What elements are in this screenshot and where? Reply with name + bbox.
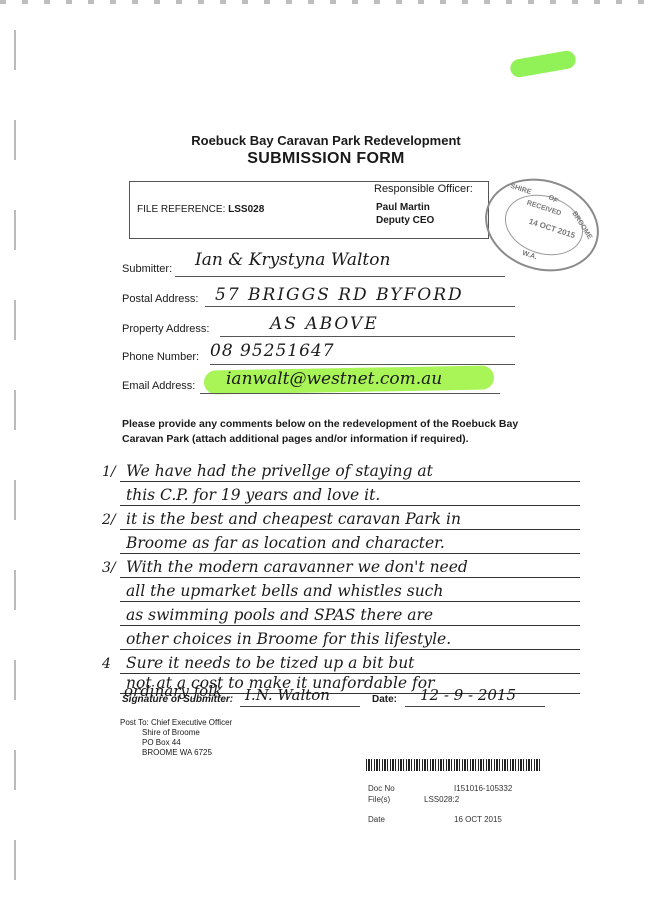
comment-line: Broome as far as location and character. (120, 532, 580, 554)
doc-no-value: I151016-105332 (454, 784, 513, 793)
submitter-line (175, 276, 505, 277)
records-date-value: 16 OCT 2015 (454, 815, 502, 824)
files-label: File(s) (368, 795, 391, 804)
officer-title: Deputy CEO (376, 215, 435, 226)
scan-edge-left (14, 30, 16, 910)
comment-line: not at a cost to make it unafordable for (120, 672, 580, 694)
submitter-value: Ian & Krystyna Walton (195, 250, 391, 270)
file-reference-label: FILE REFERENCE: (137, 204, 226, 215)
phone-number-label: Phone Number: (122, 351, 200, 363)
date-line (405, 706, 545, 707)
records-date-label: Date (368, 815, 385, 824)
comment-line: 1/ We have had the privellge of staying … (102, 460, 580, 482)
post-to-line: Shire of Broome (142, 728, 200, 737)
comment-number: 1/ (102, 464, 116, 480)
records-barcode (366, 759, 542, 771)
postal-address-label: Postal Address: (122, 293, 199, 305)
phone-number-value: 08 95251647 (210, 341, 335, 361)
comment-text: other choices in Broome for this lifesty… (126, 630, 452, 648)
officer-name: Paul Martin (376, 202, 430, 213)
phone-number-line (210, 364, 515, 365)
doc-no-label: Doc No (368, 784, 395, 793)
form-subtitle: SUBMISSION FORM (247, 150, 405, 167)
comment-text: not at a cost to make it unafordable for (126, 674, 435, 692)
signature-line (240, 706, 360, 707)
date-value: 12 - 9 - 2015 (420, 686, 517, 704)
comment-line: other choices in Broome for this lifesty… (120, 628, 580, 650)
comment-number: 3/ (102, 560, 116, 576)
postal-address-line (205, 306, 515, 307)
comment-line: 3/ With the modern caravanner we don't n… (102, 556, 580, 578)
responsible-officer-label: Responsible Officer: (374, 183, 473, 195)
highlighter-mark (508, 49, 578, 79)
email-address-value: ianwalt@westnet.com.au (226, 369, 443, 389)
email-address-label: Email Address: (122, 380, 196, 392)
comments-prompt: Please provide any comments below on the… (122, 418, 519, 445)
files-value: LSS028:2 (424, 795, 460, 804)
property-address-value: AS ABOVE (270, 314, 379, 334)
signature-value: I.N. Walton (245, 686, 330, 704)
signature-label: Signature of Submitter: (122, 694, 234, 705)
post-to-line: PO Box 44 (142, 738, 181, 747)
comment-text: Sure it needs to be tized up a bit but (126, 654, 415, 672)
file-reference: FILE REFERENCE: LSS028 (137, 204, 264, 215)
reference-box (129, 181, 489, 239)
comment-line: 2/ it is the best and cheapest caravan P… (102, 508, 580, 530)
property-address-line (220, 336, 515, 337)
comment-line: this C.P. for 19 years and love it. (120, 484, 580, 506)
comment-text: With the modern caravanner we don't need (126, 558, 468, 576)
comment-text: this C.P. for 19 years and love it. (126, 486, 381, 504)
postal-address-value: 57 BRIGGS RD BYFORD (215, 285, 464, 305)
date-label: Date: (372, 694, 398, 705)
email-address-line (200, 393, 500, 394)
scan-edge-top (0, 0, 652, 4)
comment-line: 4 Sure it needs to be tized up a bit but (102, 652, 580, 674)
form-title: Roebuck Bay Caravan Park Redevelopment (191, 133, 461, 148)
comment-number: 4 (102, 656, 111, 672)
comment-text: We have had the privellge of staying at (126, 462, 433, 480)
comment-text: as swimming pools and SPAS there are (126, 606, 434, 624)
comment-text: all the upmarket bells and whistles such (126, 582, 444, 600)
comment-text: Broome as far as location and character. (126, 534, 445, 552)
property-address-label: Property Address: (122, 323, 210, 335)
comment-text: it is the best and cheapest caravan Park… (126, 510, 461, 528)
comment-text: ordinary folk (124, 682, 223, 700)
comment-number: 2/ (102, 512, 116, 528)
post-to-line: BROOME WA 6725 (142, 748, 212, 757)
file-reference-value: LSS028 (228, 204, 265, 215)
comment-line: as swimming pools and SPAS there are (120, 604, 580, 626)
comment-line: all the upmarket bells and whistles such (120, 580, 580, 602)
post-to-line: Post To: Chief Executive Officer (120, 718, 233, 727)
responsible-officer: Paul Martin Deputy CEO (376, 201, 434, 227)
post-to-address: Post To: Chief Executive Officer Shire o… (120, 718, 232, 758)
submitter-label: Submitter: (122, 263, 173, 275)
